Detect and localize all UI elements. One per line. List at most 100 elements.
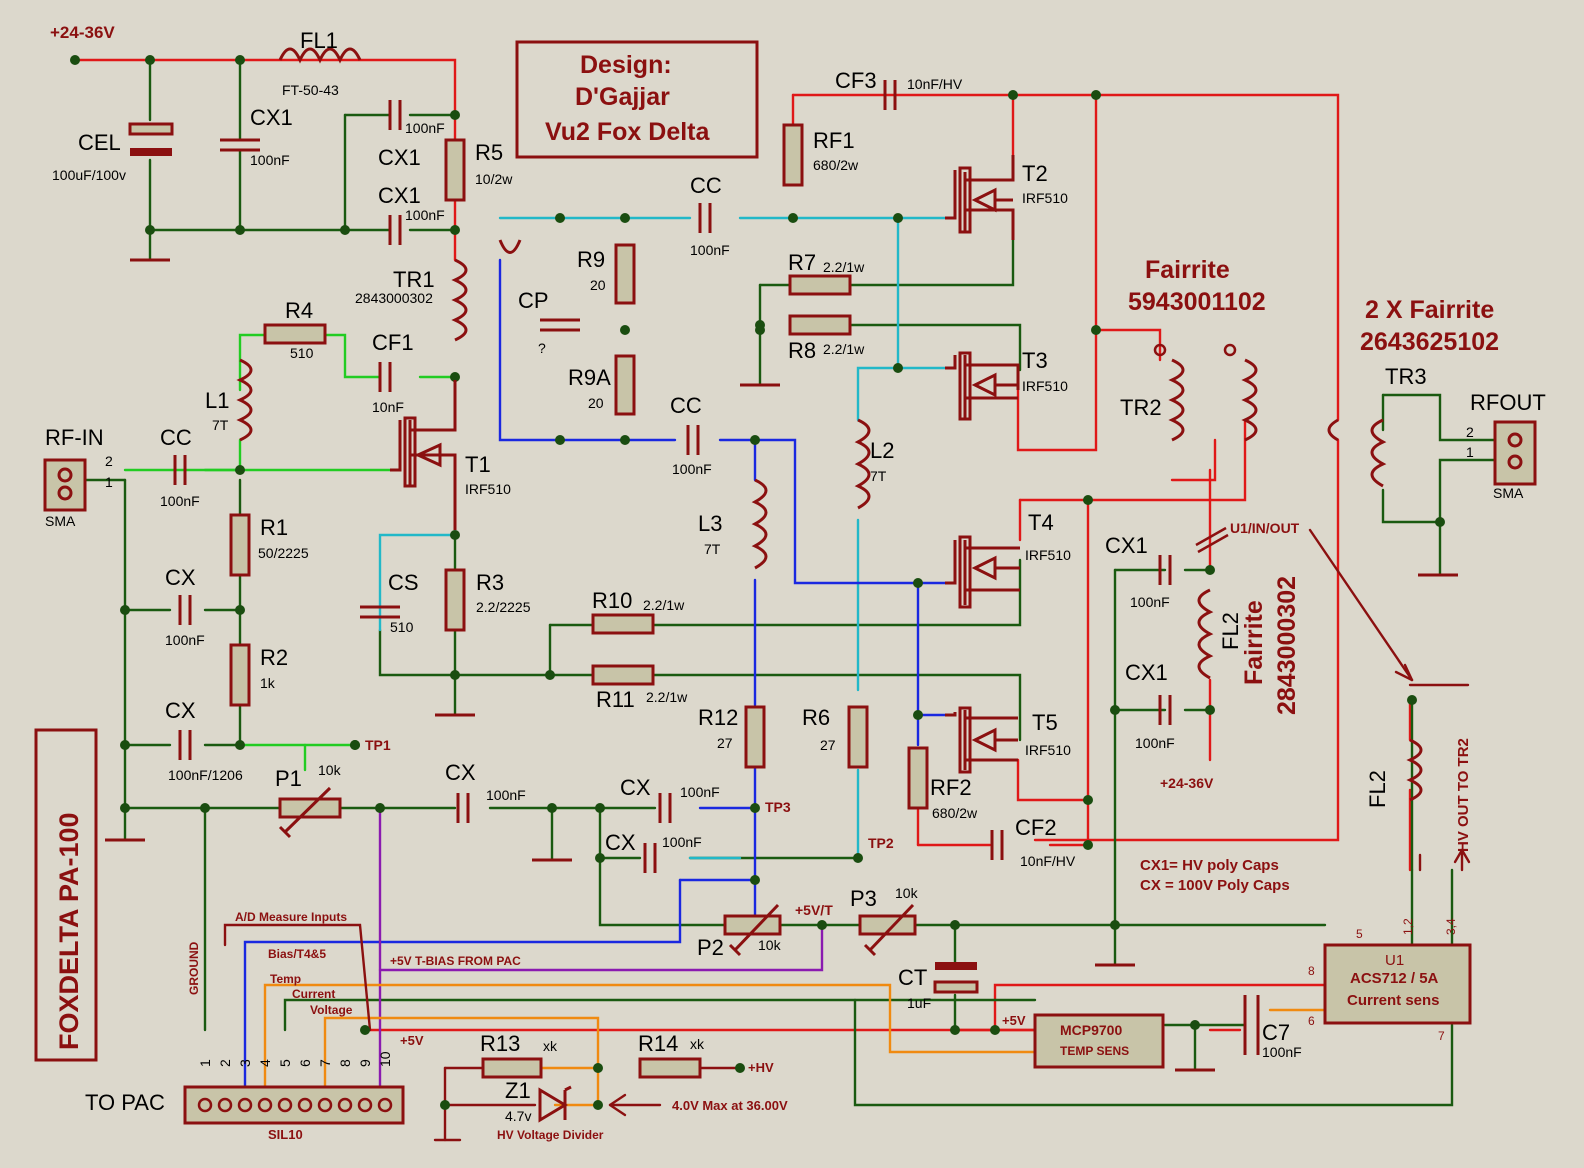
label-l1: L1 [205,388,229,413]
label-sma1-1: 1 [105,474,113,490]
u1-sense-marker [1195,526,1229,554]
label-fl1: FL1 [300,28,338,53]
label-tr1: TR1 [393,267,435,292]
label-l1-val: 7T [212,417,229,433]
label-z1-val: 4.7v [505,1108,531,1124]
label-fl2a: FL2 [1218,612,1243,650]
supply-top: +24-36V [50,23,115,42]
label-r14-val: xk [690,1036,705,1052]
title-line3: Vu2 Fox Delta [545,118,710,146]
cap-CEL-bot [130,148,172,156]
resistor-R12 [744,705,766,769]
label-r9: R9 [577,247,605,272]
label-tr2: TR2 [1120,395,1162,420]
connectors [43,420,1537,1125]
label-p3: 3 [237,1059,253,1067]
label-voltage: Voltage [310,1003,353,1017]
label-r3-val: 2.2/2225 [476,599,531,615]
resistor-R6 [847,705,869,769]
inductor-L1 [236,358,253,442]
ground-symbols [105,258,1458,1072]
tr2-brand: Fairrite [1145,256,1230,284]
label-r12: R12 [698,705,738,730]
inductor-crossover [1327,418,1339,442]
wires-red [73,58,1412,1032]
resistor-bodies [229,123,929,1079]
label-ct-val: 1uF [907,995,931,1011]
label-t3: T3 [1022,348,1048,373]
label-p9: 9 [357,1059,373,1067]
label-cx1c: CX1 [378,183,421,208]
wires-darkred [223,528,1471,1142]
resistor-R5 [444,138,466,202]
label-u1-part: ACS712 / 5A [1350,970,1439,987]
side-title-box [34,728,98,1062]
tr3-part: 2643625102 [1360,328,1499,356]
label-l2: L2 [870,438,894,463]
label-cf1-val: 10nF [372,399,404,415]
label-cx1d-val: 100nF [1130,594,1170,610]
label-r8-val: 2.2/1w [823,341,865,357]
label-cx-note: CX = 100V Poly Caps [1140,877,1290,894]
label-cx-d-val: 100nF [680,784,720,800]
label-p2-val: 10k [758,937,782,953]
label-hv-div: HV Voltage Divider [497,1128,604,1142]
label-mcp-desc: TEMP SENS [1060,1044,1129,1058]
label-t4: T4 [1028,510,1054,535]
label-p5: 5 [277,1059,293,1067]
label-hv-pin: +HV [748,1060,774,1075]
label-hv-out: HV OUT TO TR2 [1455,738,1472,852]
label-t1: T1 [465,452,491,477]
label-cx1d: CX1 [1105,533,1148,558]
label-rf2-val: 680/2w [932,805,978,821]
resistor-R13 [481,1057,543,1079]
label-cf3-val: 10nF/HV [907,76,963,92]
label-sma2-1: 1 [1466,444,1474,460]
label-cx-b-val: 100nF/1206 [168,767,243,783]
capacitors [173,80,1260,1055]
zener-Z1 [538,1085,572,1123]
label-p3-val: 10k [895,885,919,901]
label-r9a: R9A [568,365,611,390]
label-r4: R4 [285,298,313,323]
label-p6: 6 [297,1059,313,1067]
inductors [236,47,1423,802]
label-tp3: TP3 [765,799,791,815]
label-cc2-val: 100nF [690,242,730,258]
label-u1-7: 7 [1438,1029,1445,1043]
label-r4-val: 510 [290,345,314,361]
label-sma2-2: 2 [1466,424,1474,440]
label-r10: R10 [592,588,632,613]
label-cx-a: CX [165,565,196,590]
mosfets [390,155,1020,774]
label-cx-e: CX [605,830,636,855]
label-cx-c-val: 100nF [486,787,526,803]
label-cf1: CF1 [372,330,414,355]
junction-dots [70,55,1445,1110]
label-cf2-val: 10nF/HV [1020,853,1076,869]
resistor-R9A [614,354,636,416]
label-cx1-note: CX1= HV poly Caps [1140,857,1279,874]
sil10-to-pac [183,1085,405,1125]
label-t2-val: IRF510 [1022,190,1068,206]
label-cs-val: 510 [390,619,414,635]
label-u1-34: 3,4 [1444,918,1458,935]
wires-purple [378,806,824,1097]
label-r11-val: 2.2/1w [646,689,688,705]
label-r3: R3 [476,570,504,595]
resistor-R9 [614,243,636,305]
label-cc3: CC [670,393,702,418]
inductor-TR3 [1370,418,1387,488]
label-cx1b-val: 100nF [405,120,445,136]
inductor-FL1 [278,47,362,64]
label-r12-val: 27 [717,735,733,751]
resistor-R3 [444,568,466,632]
resistor-R2 [229,643,251,707]
label-fl2b: FL2 [1365,770,1390,808]
label-l3-val: 7T [704,541,721,557]
label-cx-d: CX [620,775,651,800]
resistor-R11 [591,664,655,686]
label-cx1a-val: 100nF [250,152,290,168]
label-sma1-2: 2 [105,453,113,469]
label-tr1-val: 2843000302 [355,290,433,306]
